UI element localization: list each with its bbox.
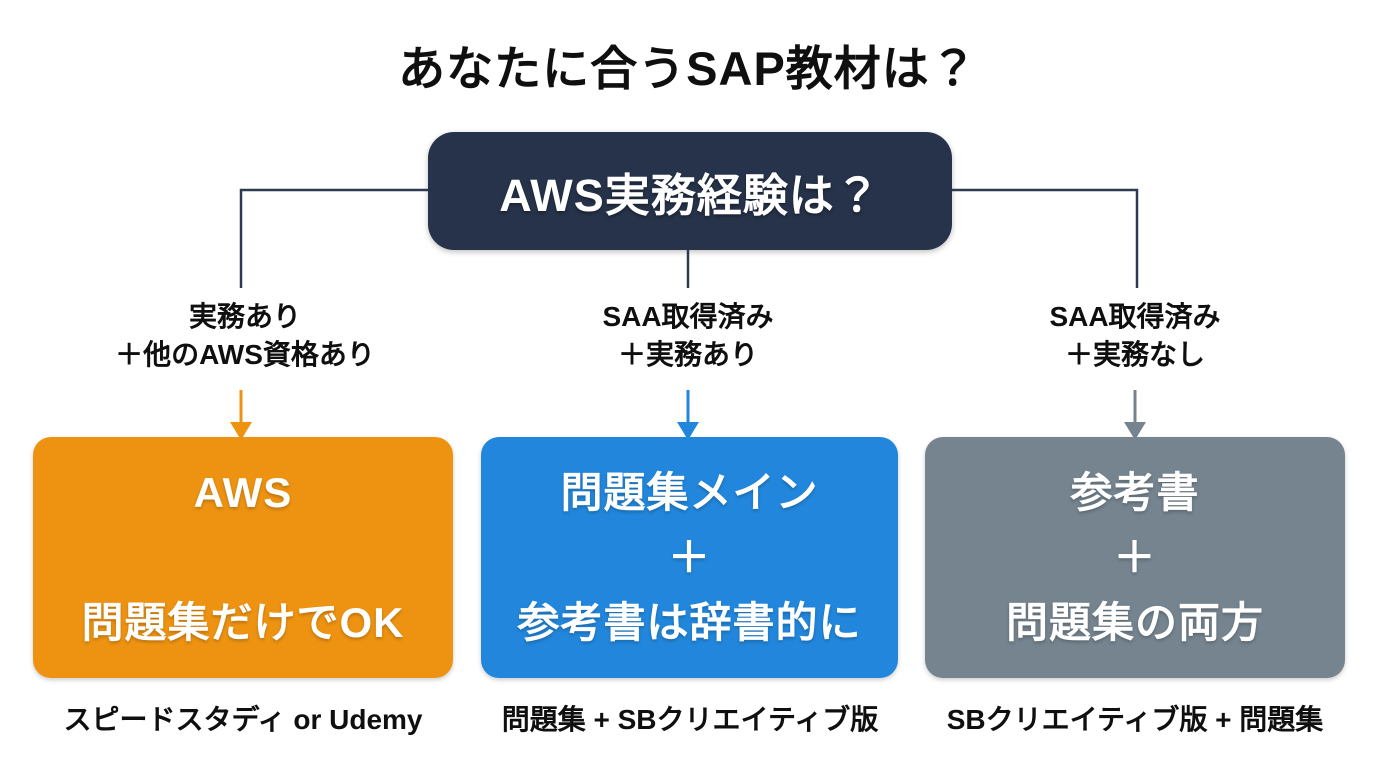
branch2-condition-line2: ＋実務あり: [617, 339, 758, 370]
branch3-condition-line1: SAA取得済み: [1049, 301, 1221, 332]
branch1-down-arrow-icon: [230, 390, 252, 440]
branch3-box-line3: 問題集の両方: [1005, 599, 1264, 647]
decision-box-label: AWS実務経験は？: [499, 169, 881, 221]
connector-right: [952, 188, 1139, 288]
branch1-condition: 実務あり ＋他のAWS資格あり: [45, 298, 445, 374]
branch1-condition-line2: ＋他のAWS資格あり: [115, 339, 375, 370]
connector-left: [239, 188, 428, 288]
branch1-result-box: AWS 問題集だけでOK: [33, 437, 453, 678]
branch2-box-line3: 参考書は辞書的に: [517, 599, 862, 647]
branch3-result-box: 参考書 ＋ 問題集の両方: [925, 437, 1345, 678]
branch3-recommendation: SBクリエイティブ版 + 問題集: [946, 704, 1324, 735]
branch2-result-box: 問題集メイン ＋ 参考書は辞書的に: [481, 437, 898, 678]
branch2-recommendation: 問題集 + SBクリエイティブ版: [501, 704, 879, 735]
page-title: あなたに合うSAP教材は？: [398, 42, 978, 95]
branch2-box-line2: ＋: [667, 533, 711, 581]
branch3-box-line1: 参考書: [1070, 468, 1200, 516]
branch1-box-line3: 問題集だけでOK: [81, 599, 405, 647]
branch1-box-line1: AWS: [193, 468, 293, 516]
branch3-condition: SAA取得済み ＋実務なし: [935, 298, 1335, 374]
branch3-condition-line2: ＋実務なし: [1064, 339, 1205, 370]
branch2-down-arrow-icon: [677, 390, 699, 440]
decision-box: AWS実務経験は？: [428, 132, 952, 250]
branch2-box-line1: 問題集メイン: [560, 468, 819, 516]
branch3-down-arrow-icon: [1124, 390, 1146, 440]
branch3-box-line2: ＋: [1113, 533, 1157, 581]
branch2-condition: SAA取得済み ＋実務あり: [488, 298, 888, 374]
branch1-condition-line1: 実務あり: [188, 301, 301, 332]
branch2-condition-line1: SAA取得済み: [602, 301, 774, 332]
branch1-recommendation: スピードスタディ or Udemy: [63, 704, 423, 735]
